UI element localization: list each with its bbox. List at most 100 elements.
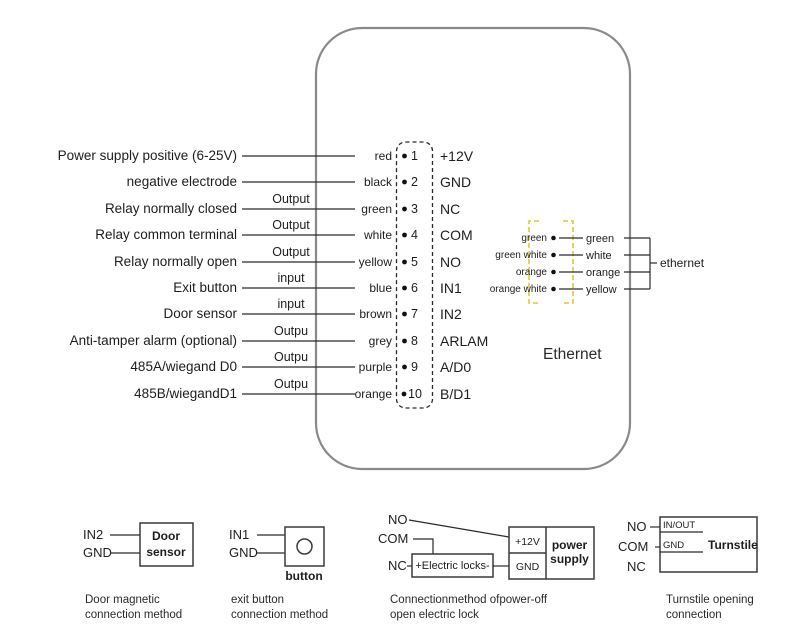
ethernet-color-label: orange [586,267,620,279]
terminal-dot [402,311,407,317]
pin-signal-label: NC [440,201,460,217]
ethernet-section: green green green white white orange ora… [490,220,705,363]
ethernet-wire-label: orange white [490,284,548,295]
controller-outline [314,26,632,471]
caption-line-2: connection method [85,609,182,621]
wire-color-label: green [361,202,392,216]
pin-number: 10 [408,387,422,401]
pin-number: 2 [411,175,418,189]
turnstile-diagram: NO COM NC IN/OUT GND Turnstile Turnstile… [618,516,758,621]
wire-color-label: orange [355,387,393,401]
terminal-dot [402,285,407,291]
caption-line-2: open electric lock [390,609,479,621]
ethernet-dot [551,235,556,241]
io-tag: Outpu [274,377,308,391]
io-tag: Output [272,245,310,259]
pin-function-label: Exit button [173,280,237,295]
terminal-dot [402,364,407,370]
pin-number: 1 [411,149,418,163]
pin-signal-label: NO [440,254,461,270]
pin-row-5: Relay normally open Output yellow 5 NO [114,245,461,270]
pin-signal-label: IN2 [440,306,462,322]
pin-number: 9 [411,360,418,374]
pin-signal-label: ARLAM [440,333,488,349]
caption-line-1: Turnstile opening [666,594,754,606]
turnstile-terminal-inout: IN/OUT [663,520,695,531]
pin-row-10: 485B/wiegandD1 Outpu orange 10 B/D1 [134,377,471,402]
exit-button-diagram: IN1 GND button exit button connection me… [229,526,328,621]
electric-lock-box-label: +Electric locks- [415,560,490,572]
pin-function-label: Relay common terminal [95,227,237,242]
door-sensor-box [139,522,194,567]
pin-label-nc: NC [388,558,407,573]
terminal-dot [402,153,407,159]
io-tag: input [277,297,305,311]
ethernet-color-label: green [586,233,614,245]
ethernet-dot [551,252,556,258]
terminal-dot [402,179,407,185]
pin-label-nc: NC [627,559,646,574]
pin-row-3: Relay normally closed Output green 3 NC [105,192,460,217]
pin-label-gnd: GND [83,545,112,560]
pin-row-4: Relay common terminal Output white 4 COM [95,218,472,243]
door-sensor-box-label-2: sensor [146,545,186,559]
pin-label-no: NO [388,512,408,527]
ethernet-dot [551,269,556,275]
exit-button-box-label: button [285,569,322,583]
ethernet-wire-label: green [521,233,547,244]
pin-row-8: Anti-tamper alarm (optional) Outpu grey … [70,324,489,349]
wire-no-to-psu [408,519,510,538]
pin-function-label: Anti-tamper alarm (optional) [70,333,237,348]
terminal-dot [402,338,407,344]
terminal-block-outline [395,141,434,409]
pin-signal-label: A/D0 [440,359,471,375]
pin-signal-label: B/D1 [440,386,471,402]
pin-function-label: negative electrode [127,174,237,189]
caption-line-2: connection method [231,609,328,621]
pin-label-gnd: GND [229,545,258,560]
ethernet-color-label: yellow [586,284,617,296]
exit-button-box [284,526,325,567]
ethernet-title: Ethernet [543,346,602,363]
pin-label-com: COM [378,531,408,546]
wire-color-label: yellow [359,255,393,269]
pin-row-1: Power supply positive (6-25V) red 1 +12V [58,148,474,164]
wire-color-label: blue [369,281,392,295]
pin-label-no: NO [627,519,647,534]
ethernet-bracket-left [528,220,539,304]
pin-label-com: COM [618,539,648,554]
io-tag: Output [272,218,310,232]
ethernet-wire-label: orange [516,267,548,278]
pin-row-2: negative electrode black 2 GND [127,174,471,190]
pin-number: 3 [411,202,418,216]
turnstile-terminal-gnd: GND [663,540,684,551]
psu-label-1: power [552,538,588,552]
pin-signal-label: IN1 [440,280,462,296]
pin-signal-label: GND [440,174,471,190]
caption-line-1: Door magnetic [85,594,160,606]
io-tag: Outpu [274,350,308,364]
ethernet-word-label: ethernet [660,256,705,270]
pin-function-label: 485A/wiegand D0 [130,359,237,374]
pin-number: 6 [411,281,418,295]
door-sensor-box-label-1: Door [152,529,180,543]
pin-row-9: 485A/wiegand D0 Outpu purple 9 A/D0 [130,350,471,375]
wire-color-label: white [363,228,392,242]
terminal-dot [402,259,407,265]
wire-color-label: black [364,175,393,189]
terminal-dot [402,206,407,212]
turnstile-box [659,516,758,573]
caption-line-1: exit button [231,594,284,606]
io-tag: Outpu [274,324,308,338]
pin-label-in1: IN1 [229,527,249,542]
caption-line-1: Connectionmethod ofpower-off [390,594,548,606]
io-tag: input [277,271,305,285]
pin-function-label: Relay normally closed [105,201,237,216]
psu-terminal-gnd: GND [516,561,540,573]
pin-function-label: 485B/wiegandD1 [134,386,237,401]
button-circle-icon [296,538,313,555]
pin-label-in2: IN2 [83,527,103,542]
wire-color-label: brown [359,307,392,321]
pin-signal-label: +12V [440,148,474,164]
